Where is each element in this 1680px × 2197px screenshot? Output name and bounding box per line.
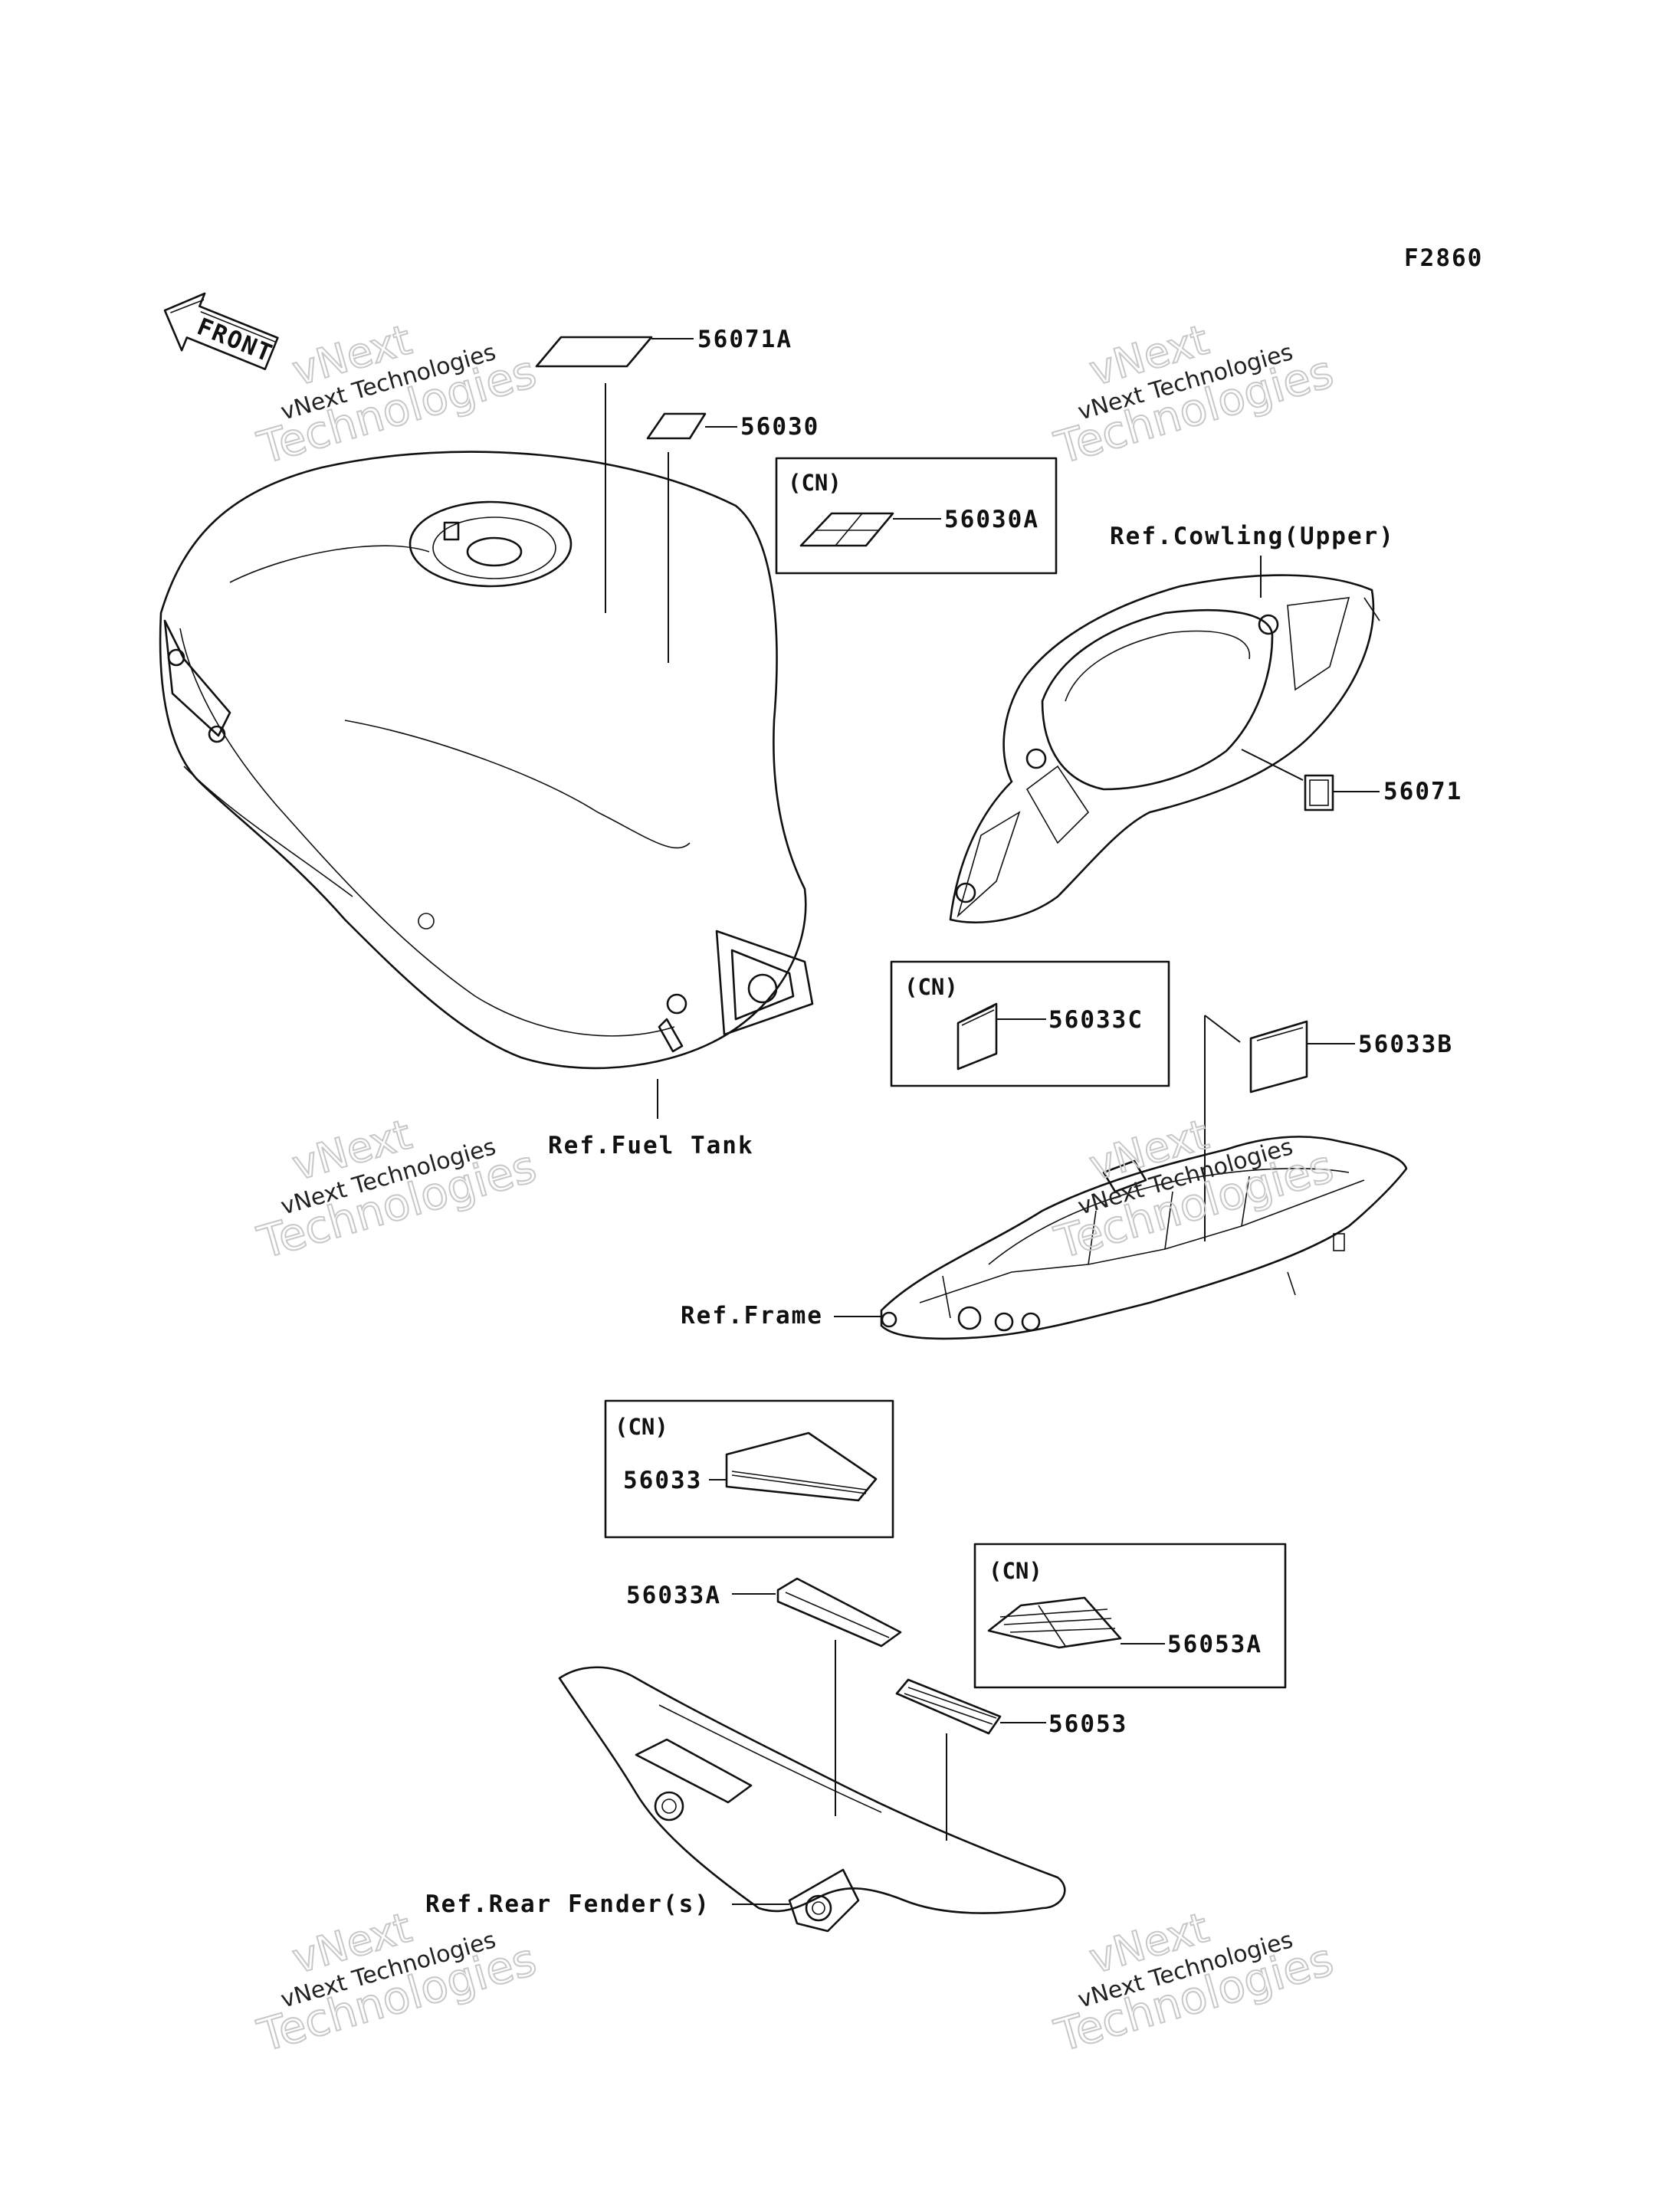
label-56071-drawing (1241, 749, 1380, 812)
rear-fender-drawing (558, 1666, 1066, 1933)
label-56030A-drawing (799, 512, 941, 547)
cn-box-56053A (973, 1543, 1287, 1689)
cn-box-56030A (775, 457, 1058, 575)
label-56053-drawing (895, 1678, 1046, 1841)
watermark-top-left: vNext vNext Technologies Technologies (251, 315, 543, 475)
part-number-56071A: 56071A (697, 326, 792, 353)
label-56033B-drawing (1204, 1015, 1355, 1241)
part-number-56033C: 56033C (1048, 1006, 1144, 1034)
label-56033A-drawing (732, 1577, 902, 1816)
figure-code: F2860 (1404, 244, 1483, 272)
ref-rear-fender: Ref.Rear Fender(s) (425, 1890, 710, 1918)
part-number-56033: 56033 (623, 1467, 702, 1494)
front-arrow-icon: FRONT (163, 292, 279, 370)
cn-tag-56053A: (CN) (989, 1558, 1042, 1584)
watermark-top-right: vNext vNext Technologies Technologies (1048, 315, 1340, 475)
label-56033-drawing (709, 1431, 878, 1502)
part-number-56033A: 56033A (626, 1582, 721, 1609)
label-56071A-drawing (535, 336, 694, 613)
cn-tag-56033: (CN) (615, 1414, 668, 1440)
label-56033C-drawing (956, 1002, 1046, 1071)
part-number-56030A: 56030A (944, 506, 1039, 533)
cn-tag-56030A: (CN) (788, 470, 842, 496)
part-number-56033B: 56033B (1358, 1031, 1453, 1058)
ref-fuel-tank: Ref.Fuel Tank (548, 1132, 754, 1159)
ref-cowling-upper: Ref.Cowling(Upper) (1110, 523, 1395, 550)
frame-drawing (880, 1136, 1408, 1340)
watermark-mid-left: vNext vNext Technologies Technologies (251, 1110, 543, 1270)
part-number-56071: 56071 (1383, 778, 1462, 805)
part-number-56053: 56053 (1048, 1710, 1127, 1738)
label-56053A-drawing (987, 1596, 1165, 1649)
ref-frame: Ref.Frame (681, 1302, 823, 1330)
cn-box-56033C (890, 960, 1170, 1087)
part-number-56053A: 56053A (1167, 1631, 1262, 1658)
label-56030-drawing (646, 412, 737, 663)
cn-box-56033 (604, 1399, 894, 1539)
cowling-upper-drawing (949, 574, 1380, 924)
cn-tag-56033C: (CN) (904, 974, 958, 1000)
part-number-56030: 56030 (740, 413, 819, 441)
watermark-bottom-right: vNext vNext Technologies Technologies (1048, 1903, 1340, 2063)
fuel-tank-drawing (159, 451, 814, 1070)
watermark-mid-right: vNext vNext Technologies Technologies (1048, 1110, 1340, 1270)
